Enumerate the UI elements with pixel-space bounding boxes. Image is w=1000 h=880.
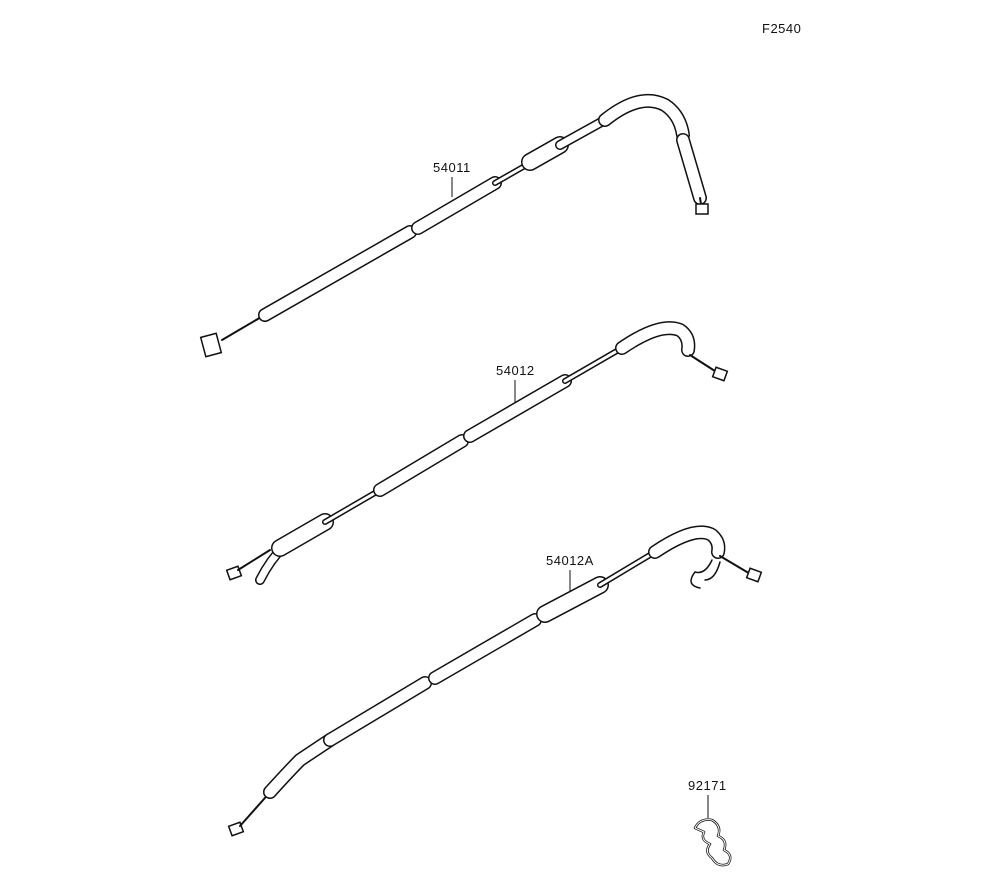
part-label-54011[interactable]: 54011 [433,160,471,175]
part-label-54012a[interactable]: 54012A [546,553,594,568]
cable-54012[interactable] [225,321,729,585]
part-label-92171[interactable]: 92171 [688,778,727,793]
part-label-54012[interactable]: 54012 [496,363,535,378]
diagram-code: F2540 [762,21,802,36]
cable-54011[interactable] [199,93,709,358]
cable-54012a[interactable] [227,525,763,837]
leader-lines [451,177,709,818]
clip-92171[interactable] [693,818,732,867]
